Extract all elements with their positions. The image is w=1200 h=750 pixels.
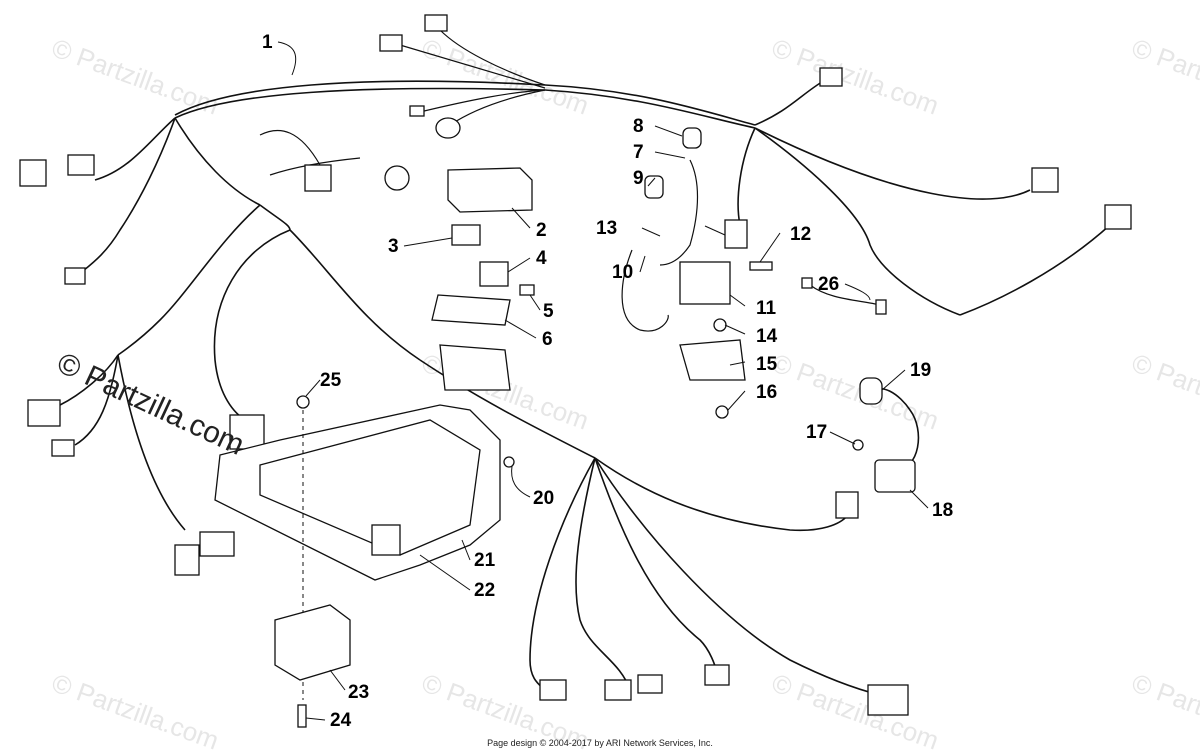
connector bbox=[539, 679, 567, 701]
callout-11[interactable]: 11 bbox=[756, 298, 777, 319]
watermark-prominent: © Partzilla.com bbox=[52, 346, 249, 461]
fuse bbox=[749, 261, 773, 271]
fuse-block bbox=[439, 344, 511, 391]
connector bbox=[304, 164, 332, 192]
connector bbox=[704, 664, 730, 686]
solenoid-parts bbox=[621, 127, 887, 419]
connector bbox=[67, 154, 95, 176]
terminal-boot bbox=[682, 127, 702, 149]
electrical-tray bbox=[214, 395, 515, 700]
callout-20[interactable]: 20 bbox=[533, 488, 554, 509]
ground-terminal bbox=[801, 277, 813, 289]
callout-3[interactable]: 3 bbox=[388, 236, 399, 257]
bolt bbox=[713, 318, 727, 332]
callout-19[interactable]: 19 bbox=[910, 360, 931, 381]
callout-15[interactable]: 15 bbox=[756, 354, 778, 375]
watermark: © Partzilla.com bbox=[1128, 347, 1200, 435]
relay-small bbox=[451, 224, 481, 246]
callout-25[interactable]: 25 bbox=[320, 370, 342, 391]
callout-14[interactable]: 14 bbox=[756, 326, 778, 347]
callout-13[interactable]: 13 bbox=[596, 218, 617, 239]
nut bbox=[296, 395, 310, 409]
callout-7[interactable]: 7 bbox=[633, 142, 644, 163]
callout-22[interactable]: 22 bbox=[474, 580, 495, 601]
fuse-box-parts bbox=[431, 167, 535, 391]
callout-5[interactable]: 5 bbox=[543, 301, 554, 322]
starter-solenoid bbox=[679, 261, 731, 305]
connector bbox=[229, 414, 265, 450]
solenoid-bracket bbox=[679, 339, 746, 381]
screw bbox=[503, 456, 515, 468]
terminal-cap bbox=[644, 175, 664, 199]
ignition-coil bbox=[874, 459, 916, 493]
watermark-layer: © Partzilla.com © Partzilla.com © Partzi… bbox=[48, 32, 1200, 750]
callout-6[interactable]: 6 bbox=[542, 329, 553, 350]
connector bbox=[1104, 204, 1132, 230]
spark-plug-cap bbox=[859, 377, 883, 405]
connector bbox=[199, 531, 235, 557]
connector bbox=[174, 544, 200, 576]
screw bbox=[852, 439, 864, 451]
callout-26[interactable]: 26 bbox=[818, 274, 839, 295]
connector bbox=[424, 14, 448, 32]
connectors bbox=[19, 14, 1132, 716]
connector bbox=[604, 679, 632, 701]
callout-9[interactable]: 9 bbox=[633, 168, 644, 189]
fuse-strip bbox=[431, 294, 511, 326]
callout-21[interactable]: 21 bbox=[474, 550, 496, 571]
voltage-regulator bbox=[274, 604, 351, 681]
bolt bbox=[715, 405, 729, 419]
callout-24[interactable]: 24 bbox=[330, 710, 352, 731]
connector bbox=[64, 267, 86, 285]
connector bbox=[379, 34, 403, 52]
bolt bbox=[297, 704, 307, 728]
connector bbox=[1031, 167, 1059, 193]
watermark: © Partzilla.com bbox=[768, 32, 943, 120]
connector bbox=[724, 219, 748, 249]
ground-terminal bbox=[875, 299, 887, 315]
wiring-harness bbox=[59, 29, 1111, 696]
connector bbox=[867, 684, 909, 716]
tray-inner bbox=[259, 419, 481, 556]
connector bbox=[637, 674, 663, 694]
connector bbox=[19, 159, 47, 187]
fuse bbox=[519, 284, 535, 296]
connector bbox=[409, 105, 425, 117]
callout-23[interactable]: 23 bbox=[348, 682, 369, 703]
callout-4[interactable]: 4 bbox=[536, 248, 547, 269]
connector bbox=[819, 67, 843, 87]
callout-1[interactable]: 1 bbox=[262, 32, 273, 53]
watermark: © Partzilla.com bbox=[1128, 32, 1200, 120]
connector bbox=[384, 165, 410, 191]
footer-copyright: Page design © 2004-2017 by ARI Network S… bbox=[487, 738, 713, 748]
watermark: © Partzilla.com bbox=[48, 32, 223, 120]
callout-18[interactable]: 18 bbox=[932, 500, 953, 521]
connector bbox=[435, 117, 461, 139]
leader-lines bbox=[277, 41, 929, 721]
voltage-regulator-parts bbox=[274, 604, 351, 728]
callout-16[interactable]: 16 bbox=[756, 382, 777, 403]
connector bbox=[27, 399, 61, 427]
callout-2[interactable]: 2 bbox=[536, 220, 547, 241]
callout-12[interactable]: 12 bbox=[790, 224, 811, 245]
callout-10[interactable]: 10 bbox=[612, 262, 633, 283]
relay bbox=[479, 261, 509, 287]
connector bbox=[51, 439, 75, 457]
callouts: 1 2 3 4 5 6 7 8 9 10 11 12 13 14 15 16 1… bbox=[262, 32, 953, 731]
callout-8[interactable]: 8 bbox=[633, 116, 644, 137]
connector bbox=[835, 491, 859, 519]
callout-17[interactable]: 17 bbox=[806, 422, 827, 443]
ignition-coil-parts bbox=[852, 377, 920, 493]
tray-module bbox=[371, 524, 401, 556]
fuse-box-cover bbox=[447, 167, 533, 213]
